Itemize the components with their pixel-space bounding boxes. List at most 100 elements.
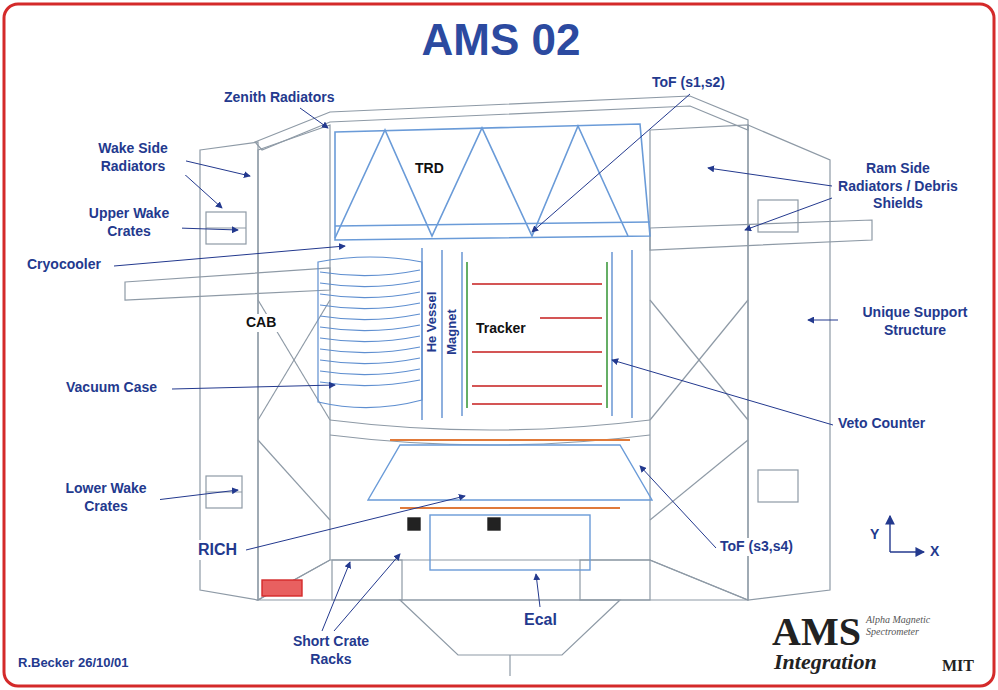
vacuum-case	[320, 358, 420, 364]
leader-line	[532, 94, 690, 232]
vacuum-case	[320, 270, 420, 276]
leader-line	[808, 320, 842, 321]
vacuum-case	[320, 281, 420, 287]
leader-line	[300, 108, 328, 128]
vacuum-case	[320, 314, 420, 320]
vacuum-case	[320, 325, 420, 331]
vacuum-case	[320, 336, 420, 342]
magnet-vessel	[422, 248, 632, 420]
callout-label: Ecal	[522, 610, 559, 630]
callout-label: Ram Side Radiators / Debris Shields	[832, 160, 964, 213]
support-structure	[650, 125, 748, 600]
support-structure	[125, 268, 330, 300]
part-label: He Vessel	[424, 290, 440, 355]
vacuum-case	[320, 380, 420, 386]
crate-boxes	[758, 200, 798, 232]
leader-line	[182, 172, 222, 208]
trd-truss	[335, 126, 628, 238]
vacuum-case	[320, 303, 420, 309]
support-structure	[258, 440, 330, 520]
veto-counter	[467, 262, 607, 408]
logo-text: Alpha Magnetic Spectrometer	[864, 614, 942, 637]
leader-line	[612, 360, 833, 425]
support-structure	[650, 300, 748, 420]
leader-line	[182, 160, 250, 176]
axis-arrows	[890, 551, 924, 552]
support-structure	[200, 142, 258, 600]
callout-label: Short Crate Racks	[274, 633, 388, 668]
tracker-planes	[540, 317, 602, 319]
callout-label: RICH	[196, 540, 239, 560]
page-border	[4, 4, 994, 686]
lower-detectors	[400, 507, 620, 509]
callout-label: Veto Counter	[836, 415, 927, 433]
magnet-vessel	[461, 252, 462, 416]
vacuum-case	[320, 369, 420, 375]
support-structure	[125, 96, 872, 676]
leader-line	[745, 198, 832, 230]
part-label: Tracker	[474, 320, 528, 338]
support-structure	[509, 655, 510, 676]
lower-detectors	[488, 518, 500, 530]
tracker-planes	[472, 403, 602, 405]
leader-line	[322, 562, 350, 631]
author-credit: R.Becker 26/10/01	[16, 655, 131, 671]
logo-text: Integration	[772, 648, 879, 676]
support-structure	[400, 600, 620, 655]
callout-label: Lower Wake Crates	[52, 480, 160, 515]
callout-label: ToF (s3,s4)	[718, 538, 795, 556]
callout-label: Wake Side Radiators	[80, 140, 186, 175]
tracker-planes	[472, 385, 602, 387]
axis-arrows	[890, 516, 924, 552]
leader-line	[156, 490, 238, 500]
tracker-planes	[472, 351, 602, 353]
axis-label: X	[928, 543, 941, 561]
support-structure	[748, 125, 830, 600]
support-structure	[258, 125, 330, 600]
crate-boxes	[206, 227, 246, 228]
logo-text: AMS	[770, 612, 863, 652]
leader-line	[114, 94, 842, 631]
callout-label: Zenith Radiators	[222, 89, 336, 107]
lower-detectors	[430, 515, 590, 570]
part-label: CAB	[244, 314, 278, 332]
leader-line	[172, 385, 335, 389]
lower-detectors	[262, 440, 652, 596]
callout-label: Cryocooler	[25, 256, 103, 274]
leader-line	[178, 228, 238, 230]
callout-label: Unique Support Structure	[838, 304, 992, 339]
veto-counter	[606, 262, 608, 408]
part-label: Magnet	[444, 307, 460, 357]
tracker-planes	[472, 283, 602, 285]
magnet-vessel	[611, 252, 612, 416]
leader-line	[536, 574, 540, 607]
callout-label: ToF (s1,s2)	[650, 74, 727, 92]
support-structure	[330, 435, 650, 445]
lower-detectors	[368, 445, 652, 500]
leader-line	[334, 554, 400, 631]
leader-line	[640, 466, 716, 548]
support-structure	[650, 440, 748, 520]
axis-arrows	[889, 516, 890, 552]
diagram-title: AMS 02	[0, 12, 998, 67]
support-structure	[258, 560, 748, 600]
support-structure	[650, 300, 748, 420]
part-label: TRD	[413, 160, 446, 178]
veto-counter	[466, 262, 468, 408]
leader-line	[114, 246, 345, 266]
axis-label: Y	[868, 526, 881, 544]
leader-line	[246, 496, 465, 550]
magnet-vessel	[441, 250, 442, 418]
crate-boxes	[206, 200, 798, 508]
trd-truss	[335, 124, 650, 240]
trd-truss	[335, 124, 650, 240]
trd-truss	[335, 222, 650, 226]
crate-boxes	[206, 212, 246, 244]
lower-detectors	[390, 439, 630, 441]
support-structure	[330, 420, 650, 430]
lower-detectors	[408, 518, 420, 530]
vacuum-case	[320, 292, 420, 298]
magnet-vessel	[421, 248, 422, 420]
